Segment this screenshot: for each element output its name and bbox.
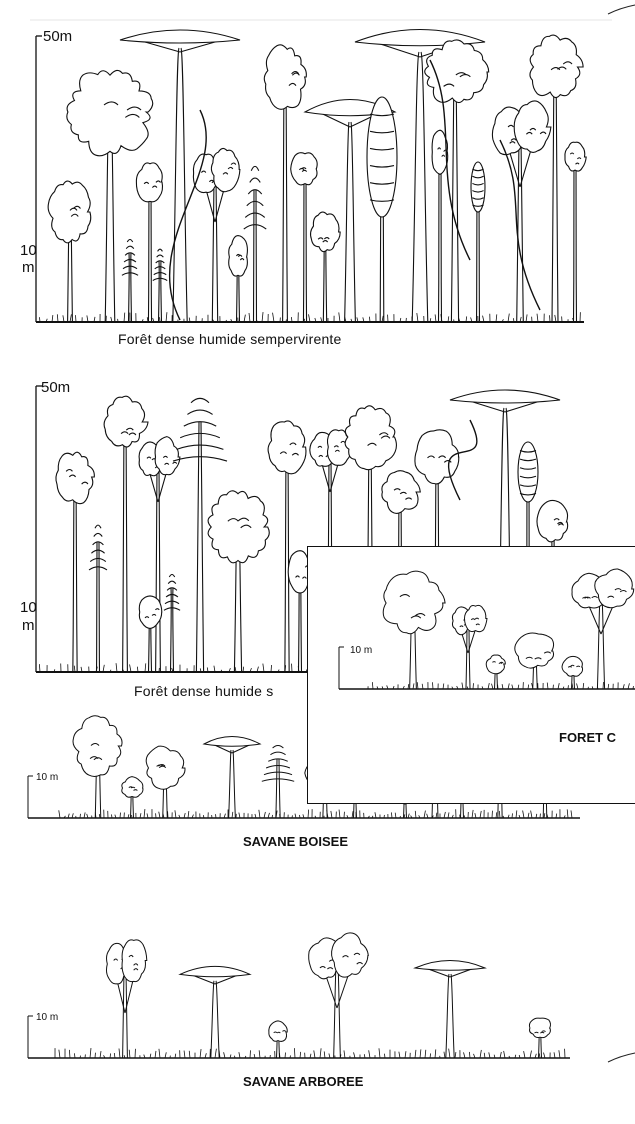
grass	[55, 1048, 565, 1058]
tree-2	[452, 605, 487, 689]
tree-6	[529, 1018, 550, 1058]
tree-2	[180, 966, 250, 1058]
scale-label-10m: 10 m	[36, 1012, 58, 1023]
tree-4	[515, 633, 554, 689]
tree-1	[106, 940, 146, 1058]
tree-3	[269, 1021, 287, 1058]
caption-foret-claire: FORET C	[559, 730, 616, 745]
tree-4	[309, 933, 369, 1058]
tree-5	[415, 961, 485, 1059]
tree-1	[383, 571, 445, 689]
grass	[368, 682, 635, 689]
caption-savane-arboree: SAVANE ARBOREE	[243, 1074, 363, 1089]
open-forest-trees	[368, 569, 635, 689]
scale-label-10m: 10 m	[350, 645, 372, 656]
inset-foret-claire-box: 10 m FORET C	[307, 546, 635, 804]
savanna-trees	[55, 933, 565, 1058]
inset-forest-drawing: 10 m	[308, 547, 635, 804]
